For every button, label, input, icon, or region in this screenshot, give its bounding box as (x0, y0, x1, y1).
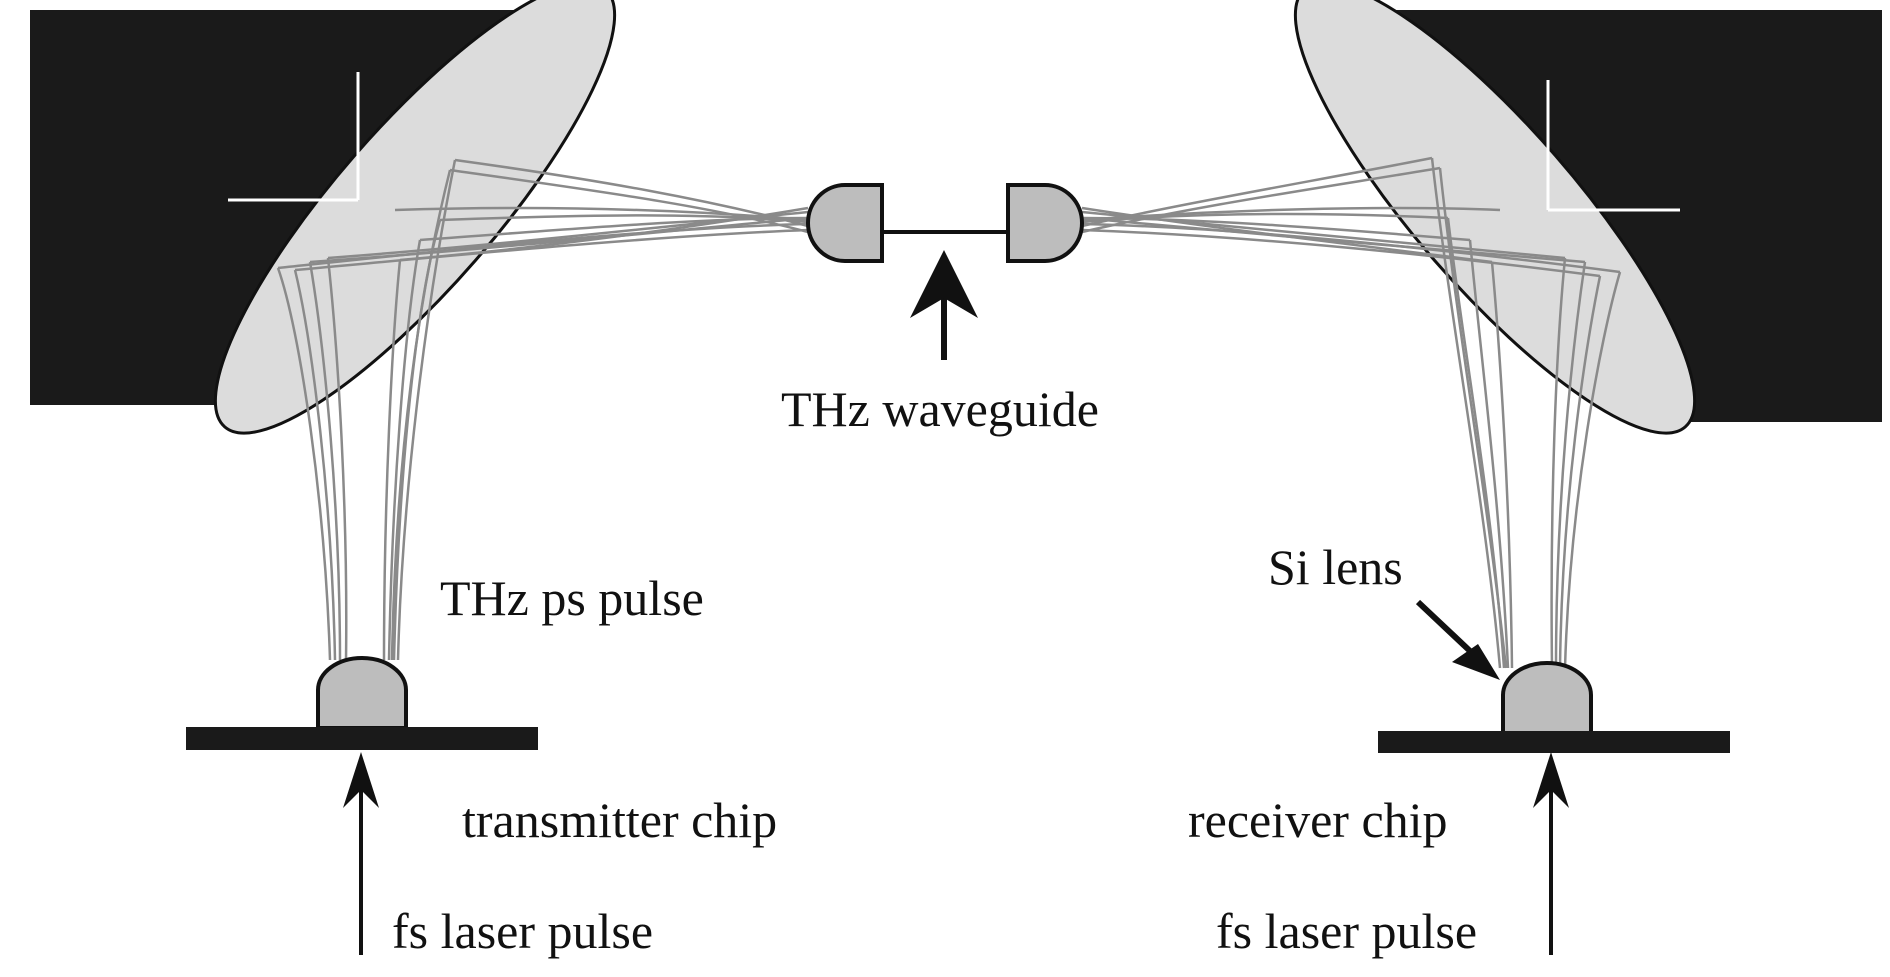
receiver-chip (1378, 731, 1730, 753)
label-si-lens: Si lens (1268, 539, 1403, 595)
ray-bundle-receiver (1430, 157, 1622, 669)
si-lens-arrow (1415, 599, 1500, 680)
label-thz-waveguide: THz waveguide (781, 381, 1099, 437)
label-thz-ps-pulse: THz ps pulse (440, 570, 704, 626)
label-fs-laser-pulse-left: fs laser pulse (392, 903, 654, 959)
ray-bundle-transmitter (276, 159, 457, 661)
left-mirror-surface (213, 0, 617, 435)
laser-arrow-left (343, 752, 379, 955)
label-receiver-chip: receiver chip (1188, 792, 1448, 848)
laser-arrow-right (1533, 752, 1569, 955)
thz-waveguide (806, 183, 1084, 263)
receiver-si-lens (1501, 661, 1593, 735)
transmitter-chip (186, 727, 538, 750)
transmitter-si-lens (316, 656, 408, 730)
waveguide-arrow (910, 250, 978, 360)
right-parabolic-mirror (1293, 0, 1882, 435)
ray-bundle-waveguide-to-right (1081, 156, 1621, 278)
receiver-assembly (1378, 661, 1730, 753)
left-parabolic-mirror (30, 0, 617, 435)
label-transmitter-chip: transmitter chip (462, 792, 778, 848)
waveguide-output-lens (1006, 183, 1084, 263)
waveguide-input-lens (806, 183, 884, 263)
ray-bundle-left-to-waveguide (277, 158, 809, 272)
right-mirror-surface (1293, 0, 1697, 435)
label-fs-laser-pulse-right: fs laser pulse (1216, 903, 1478, 959)
transmitter-assembly (186, 656, 538, 750)
